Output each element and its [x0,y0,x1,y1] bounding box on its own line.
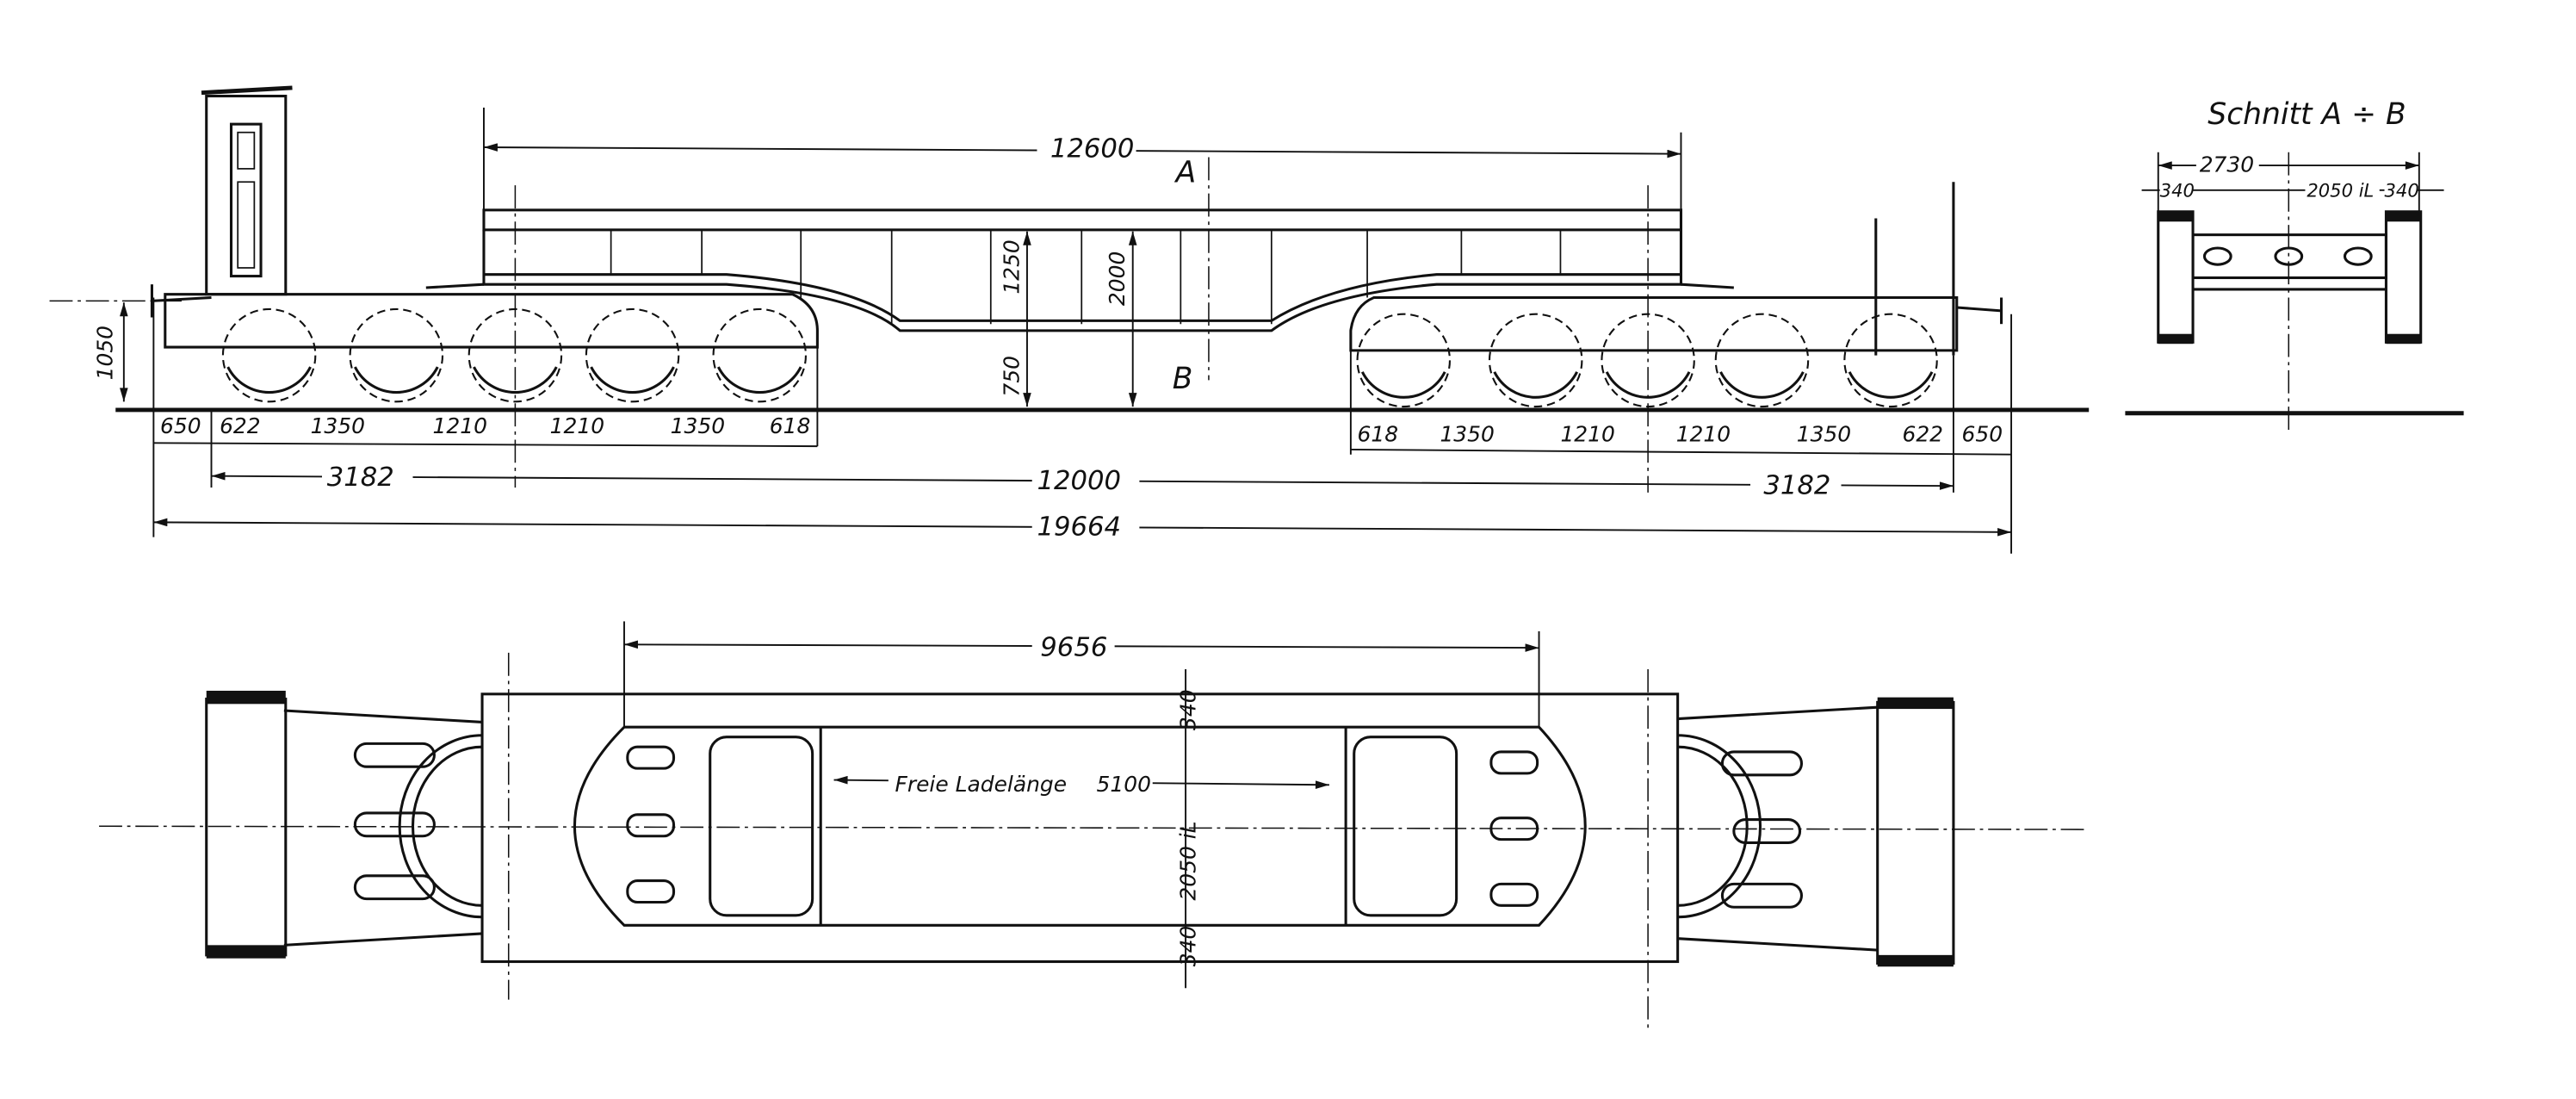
right-bogie [1349,182,2003,408]
dim-1250: 1250 [999,239,1024,294]
side-view: 12600 A B 1050 1250 750 2000 650 622 135… [49,85,2090,554]
dim-3182-right: 3182 [1763,471,1830,501]
dim-340-bottom: 340 [1176,926,1201,967]
right-axle-dimensions: 618 1350 1210 1210 1350 622 650 [1349,314,2013,554]
dim-label: 618 [770,413,811,438]
dim-label: 650 [1962,421,2003,446]
dim-12600: 12600 [1050,133,1135,164]
brake-cabin [201,85,293,296]
dim-2730: 2730 [2200,152,2254,177]
free-load-length-value: 5100 [1097,772,1151,797]
dim-label: 622 [1902,421,1943,446]
dim-750: 750 [999,356,1024,397]
section-mark-b: B [1173,362,1193,396]
dim-label: 1350 [671,413,725,438]
dim-19664: 19664 [1037,512,1121,543]
dim-340-left: 340 [2160,180,2195,202]
dim-2050-inner: 2050 iL [1176,821,1201,900]
dim-9656: 9656 [1040,633,1107,663]
dim-12000: 12000 [1037,466,1121,496]
dim-340-right: 340 [2385,180,2419,202]
dim-340-top: 340 [1176,689,1201,730]
dim-label: 1350 [311,413,365,438]
left-axle-dimensions: 650 622 1350 1210 1210 1350 618 [152,297,819,537]
free-load-length-label: Freie Ladelänge [895,772,1068,797]
dim-label: 1210 [1560,421,1614,446]
dim-label: 1210 [1676,421,1731,446]
dim-2000: 2000 [1105,251,1130,306]
dim-3182-left: 3182 [327,463,394,493]
section-view: Schnitt A ÷ B 2730 340 2050 iL 340 [2125,97,2464,433]
dim-label: 618 [1358,421,1399,446]
main-girder [425,208,1734,332]
section-mark-a: A [1174,155,1197,189]
dim-label: 1350 [1797,421,1851,446]
dim-label: 622 [220,413,261,438]
plan-view: 9656 Freie Ladelänge 5100 340 2050 iL 34… [99,621,2090,1033]
dim-1050: 1050 [92,326,117,380]
dim-label: 650 [160,413,201,438]
dim-label: 1210 [433,413,487,438]
section-title: Schnitt A ÷ B [2208,97,2406,132]
dim-label: 1350 [1440,421,1494,446]
left-bogie [150,284,819,403]
dim-2050-inner: 2050 iL [2307,180,2374,202]
dim-label: 1210 [550,413,604,438]
